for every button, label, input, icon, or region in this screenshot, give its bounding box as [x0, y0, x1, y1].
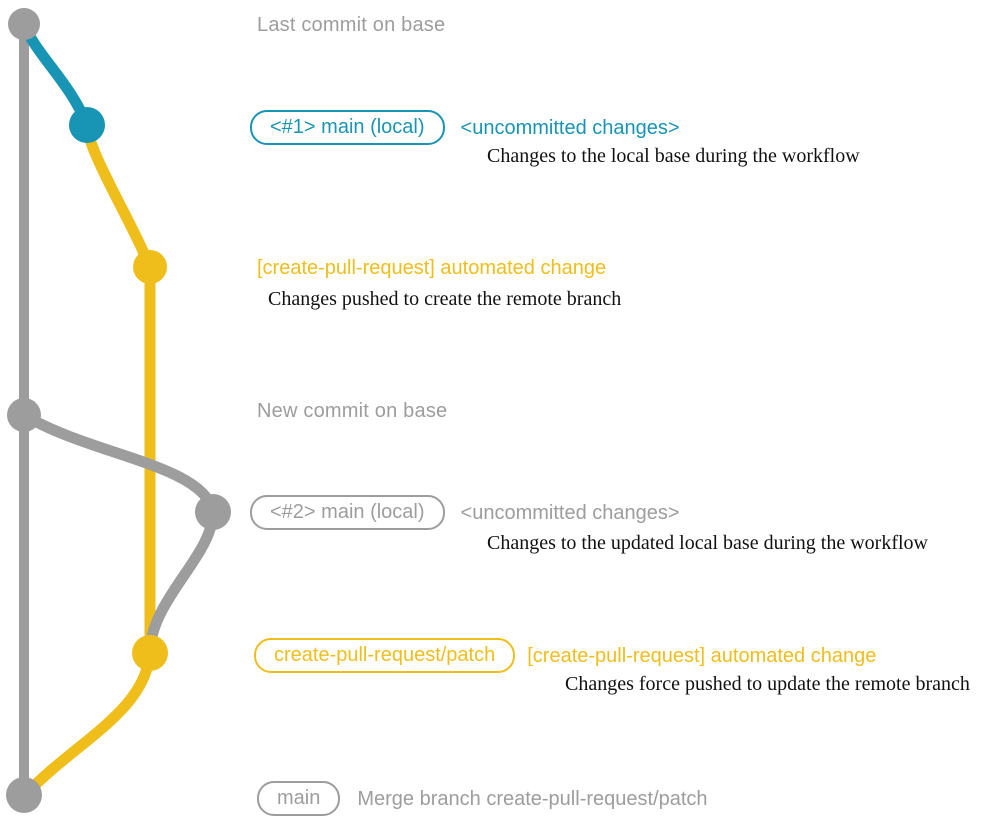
caption-local-base-changes: Changes to the local base during the wor… [487, 145, 860, 167]
badge-main-local-1: <#1> main (local) [250, 110, 445, 145]
commit-node-automated-change-1 [133, 250, 167, 284]
label-new-commit-on-base: New commit on base [257, 400, 448, 422]
commit-node-merge [6, 777, 42, 813]
commit-node-new-base [7, 398, 41, 432]
label-last-commit-on-base: Last commit on base [257, 14, 446, 36]
label-automated-change-2: [create-pull-request] automated change [527, 644, 877, 667]
label-uncommitted-changes-1: <uncommitted changes> [460, 116, 680, 139]
base-update-curve-in [144, 506, 219, 659]
patch-merge-curve [19, 647, 156, 801]
commit-graph [6, 8, 231, 813]
caption-changes-force-pushed: Changes force pushed to update the remot… [565, 673, 970, 695]
base-update-curve-out [18, 409, 219, 518]
label-uncommitted-changes-2: <uncommitted changes> [460, 501, 680, 524]
label-automated-change-1: [create-pull-request] automated change [257, 257, 607, 279]
patch-branch-curve-top [81, 119, 156, 273]
row-merge: main Merge branch create-pull-request/pa… [257, 781, 708, 816]
row-local-main-2: <#2> main (local) <uncommitted changes> [250, 495, 680, 530]
commit-node-last-base [8, 8, 40, 40]
badge-main: main [257, 781, 341, 816]
commit-node-automated-change-2 [132, 635, 168, 671]
commit-node-local-main-2 [195, 494, 231, 530]
badge-main-local-2: <#2> main (local) [250, 495, 445, 530]
badge-create-pull-request-patch: create-pull-request/patch [254, 638, 516, 673]
row-patch-branch: create-pull-request/patch [create-pull-r… [254, 638, 876, 673]
commit-node-local-main-1 [69, 107, 105, 143]
caption-updated-local-base-changes: Changes to the updated local base during… [487, 532, 928, 554]
caption-changes-pushed: Changes pushed to create the remote bran… [268, 288, 622, 310]
row-local-main-1: <#1> main (local) <uncommitted changes> [250, 110, 680, 145]
label-merge-branch: Merge branch create-pull-request/patch [357, 787, 708, 810]
